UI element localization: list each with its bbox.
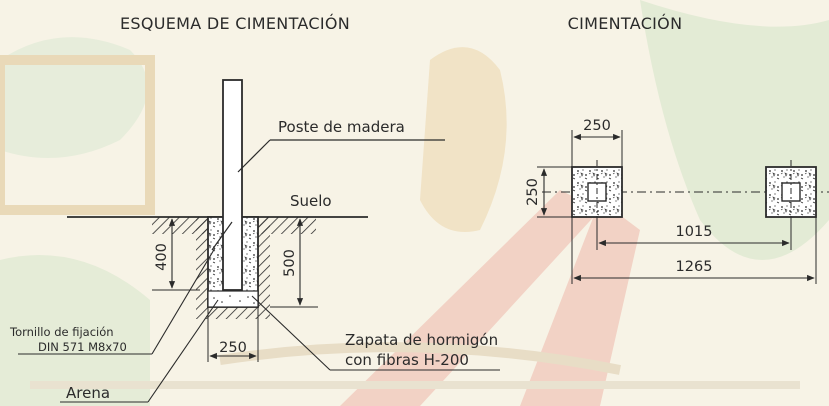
bolt-label-line2: DIN 571 M8x70 [38,340,127,354]
ground-hatch [152,217,316,319]
dim-1015-label: 1015 [676,224,713,240]
bolt-label-line1: Tornillo de fijación [9,325,114,339]
dim-250-label: 250 [219,340,247,356]
sand-dots [213,295,255,304]
post-label: Poste de madera [278,118,405,136]
right-title: CIMENTACIÓN [568,14,683,33]
footing-leader [251,295,331,371]
footing-label-line2: con fibras H-200 [345,351,469,369]
sand-label: Arena [66,384,110,402]
dim-1265-label: 1265 [676,259,713,275]
sand-layer [207,290,259,308]
wooden-post [222,79,243,291]
dim-500-label: 500 [282,249,298,277]
sand-leader [147,299,219,403]
dim-top-label: 250 [583,118,611,134]
dim-side-label: 250 [525,178,541,206]
bolt-leader [151,247,216,355]
left-title: ESQUEMA DE CIMENTACIÓN [120,14,350,33]
bolt [211,221,233,251]
footing-label-line1: Zapata de hormigón [345,331,498,349]
dim-400-label: 400 [154,243,170,271]
ground-label: Suelo [290,192,332,210]
post-leader [237,139,271,173]
